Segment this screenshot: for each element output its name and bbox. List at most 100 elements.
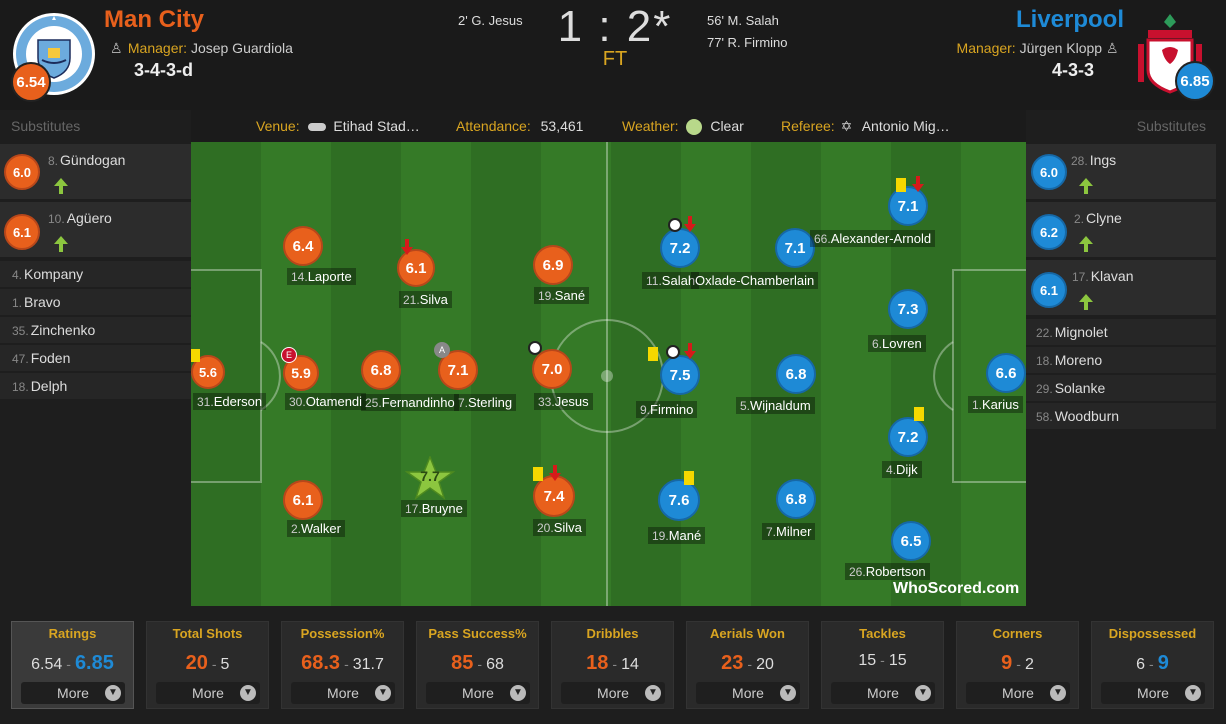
away-sub-used[interactable]: 6.1 17.Klavan	[1026, 260, 1216, 316]
chevron-down-icon: ▼	[105, 685, 121, 701]
away-sub-unused[interactable]: 18.Moreno	[1026, 347, 1216, 374]
stat-tackles[interactable]: Tackles 15-15 More▼	[821, 621, 944, 709]
more-button[interactable]: More▼	[426, 682, 530, 704]
goal-ball-icon	[528, 341, 542, 355]
sub-name[interactable]: Delph	[30, 378, 68, 394]
away-sub-unused[interactable]: 58.Woodburn	[1026, 403, 1216, 430]
sub-number: 10.	[48, 212, 65, 226]
stat-title: Possession%	[300, 626, 385, 641]
more-button[interactable]: More▼	[831, 682, 935, 704]
stat-values: 18-14	[586, 652, 639, 674]
away-sub-used[interactable]: 6.2 2.Clyne	[1026, 202, 1216, 258]
player-name: Sterling	[468, 395, 513, 410]
home-team-name[interactable]: Man City	[104, 6, 205, 33]
sub-name[interactable]: Gündogan	[60, 152, 126, 168]
sub-number: 8.	[48, 154, 59, 168]
player-label: 21.Silva	[399, 291, 452, 308]
player-number: 19.	[538, 289, 555, 303]
sub-name[interactable]: Ings	[1089, 152, 1117, 168]
more-label: More	[57, 685, 89, 701]
home-manager: ♙ Manager: Josep Guardiola	[110, 40, 293, 57]
player-name: Salah	[661, 273, 696, 288]
stat-values: 6.54-6.85	[31, 652, 114, 674]
player-number: 26.	[849, 565, 866, 579]
home-sub-unused[interactable]: 18.Delph	[0, 373, 191, 400]
player-label: 30.Otamendi	[285, 393, 367, 410]
home-sub-unused[interactable]: 4.Kompany	[0, 261, 191, 288]
sub-name[interactable]: Bravo	[24, 294, 61, 310]
away-manager-name[interactable]: Jürgen Klopp	[1019, 40, 1103, 56]
chevron-down-icon: ▼	[375, 685, 391, 701]
more-button[interactable]: More▼	[1101, 682, 1205, 704]
away-sub-unused[interactable]: 29.Solanke	[1026, 375, 1216, 402]
venue-label: Venue:	[256, 118, 300, 134]
sub-name[interactable]: Foden	[30, 350, 71, 366]
home-sub-unused[interactable]: 47.Foden	[0, 345, 191, 372]
player-name: Bruyne	[421, 501, 463, 516]
stadium-icon	[307, 123, 326, 132]
player-rating: 7.0	[532, 349, 572, 389]
player-label: 11.Salah	[642, 272, 700, 289]
sub-name[interactable]: Agüero	[66, 210, 112, 226]
player-name: Robertson	[865, 564, 926, 579]
chevron-down-icon: ▼	[1050, 685, 1066, 701]
player-name: Walker	[301, 521, 341, 536]
stat-aerials-won[interactable]: Aerials Won 23-20 More▼	[686, 621, 809, 709]
away-subs-title: Substitutes	[1136, 118, 1206, 134]
away-team-name[interactable]: Liverpool	[1015, 6, 1124, 33]
player-rating: 7.4	[533, 475, 575, 517]
stat-values: 85-68	[451, 652, 504, 674]
stat-pass-success[interactable]: Pass Success% 85-68 More▼	[416, 621, 539, 709]
more-button[interactable]: More▼	[696, 682, 800, 704]
sub-name[interactable]: Solanke	[1054, 380, 1106, 396]
home-manager-label: Manager:	[127, 40, 188, 56]
stat-home: 6.54	[31, 656, 63, 673]
chevron-down-icon: ▼	[780, 685, 796, 701]
more-button[interactable]: More▼	[156, 682, 260, 704]
sub-name[interactable]: Kompany	[24, 266, 84, 282]
player-rating: 6.4	[283, 226, 323, 266]
away-sub-used[interactable]: 6.0 28.Ings	[1026, 144, 1216, 200]
home-sub-used[interactable]: 6.1 10.Agüero	[0, 202, 191, 258]
player-rating: 6.8	[776, 354, 816, 394]
captain-icon: A	[434, 342, 450, 358]
sub-name[interactable]: Klavan	[1090, 268, 1134, 284]
more-label: More	[462, 685, 494, 701]
stat-possession[interactable]: Possession% 68.3-31.7 More▼	[281, 621, 404, 709]
sub-name[interactable]: Woodburn	[1054, 408, 1120, 424]
whistle-icon: ✡	[840, 118, 853, 134]
player-number: 11.	[646, 274, 662, 288]
stat-ratings[interactable]: Ratings 6.54-6.85 More ▼	[11, 621, 134, 709]
more-label: More	[1002, 685, 1034, 701]
more-button[interactable]: More ▼	[21, 682, 125, 704]
home-sub-unused[interactable]: 1.Bravo	[0, 289, 191, 316]
stat-title: Ratings	[48, 626, 97, 641]
player-number: 2.	[291, 522, 302, 536]
home-sub-unused[interactable]: 35.Zinchenko	[0, 317, 191, 344]
match-header: 6.54 Man City ♙ Manager: Josep Guardiola…	[0, 0, 1226, 110]
sub-name[interactable]: Zinchenko	[30, 322, 96, 338]
chevron-down-icon: ▼	[645, 685, 661, 701]
player-number: 7.	[458, 396, 469, 410]
more-label: More	[327, 685, 359, 701]
sub-name[interactable]: Mignolet	[1054, 324, 1108, 340]
away-sub-unused[interactable]: 22.Mignolet	[1026, 319, 1216, 346]
player-label: 9.Firmino	[636, 401, 698, 418]
player-rating: 6.8	[361, 350, 401, 390]
player-label: 7.Sterling	[454, 394, 517, 411]
stat-dribbles[interactable]: Dribbles 18-14 More▼	[551, 621, 674, 709]
more-button[interactable]: More ▼	[291, 682, 395, 704]
sub-off-arrow-icon	[549, 465, 561, 481]
sub-name[interactable]: Moreno	[1054, 352, 1103, 368]
home-sub-used[interactable]: 6.0 8.Gündogan	[0, 144, 191, 200]
more-button[interactable]: More▼	[561, 682, 665, 704]
player-name: Sané	[554, 288, 586, 303]
manager-icon: ♙	[110, 40, 123, 56]
home-manager-name[interactable]: Josep Guardiola	[190, 40, 293, 56]
sub-off-arrow-icon	[401, 239, 413, 255]
stat-total-shots[interactable]: Total Shots 20-5 More▼	[146, 621, 269, 709]
stat-dispossessed[interactable]: Dispossessed 6-9 More▼	[1091, 621, 1214, 709]
stat-corners[interactable]: Corners 9-2 More▼	[956, 621, 1079, 709]
sub-name[interactable]: Clyne	[1086, 210, 1122, 226]
more-button[interactable]: More ▼	[966, 682, 1070, 704]
